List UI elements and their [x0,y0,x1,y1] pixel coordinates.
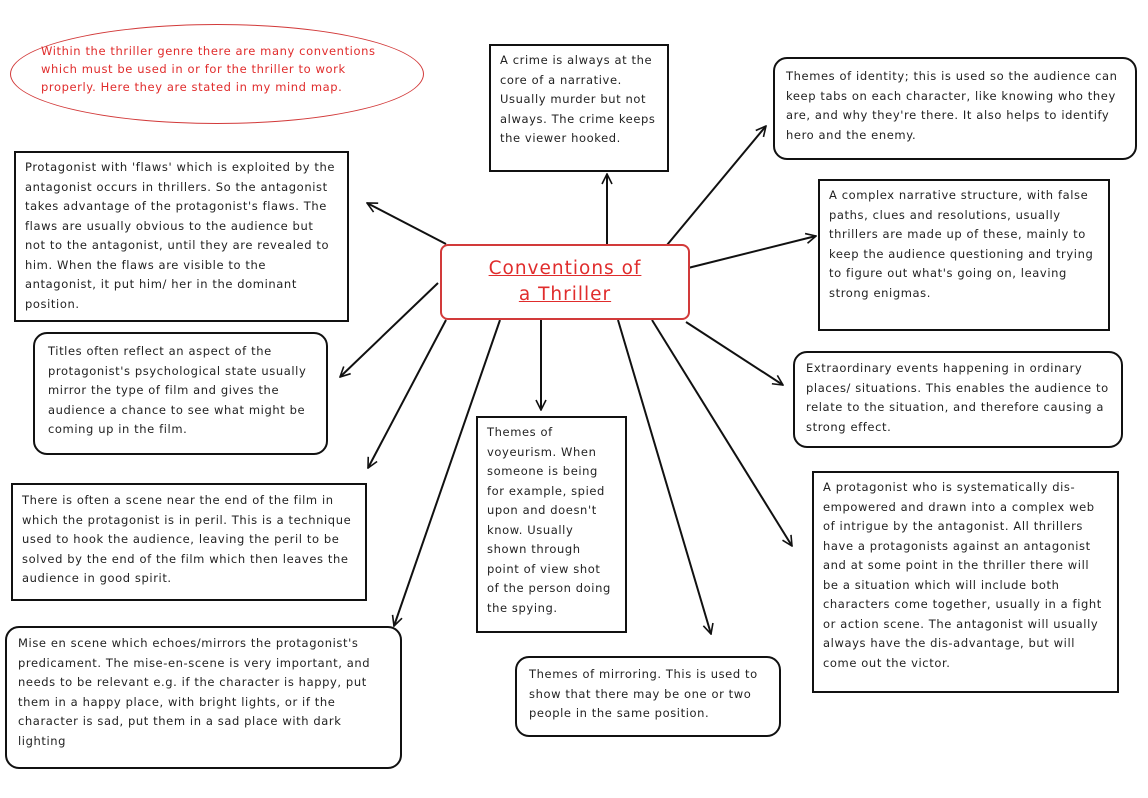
node-disempowered: A protagonist who is systematically dis-… [812,471,1119,693]
arrow-to-protagonist-flaws [367,202,447,245]
arrow-to-mirroring [617,319,711,634]
arrow-to-extraordinary [685,321,783,385]
node-protagonist-flaws: Protagonist with 'flaws' which is exploi… [14,151,349,322]
node-mirroring: Themes of mirroring. This is used to sho… [515,656,781,737]
arrow-to-identity [666,126,766,246]
node-crime: A crime is always at the core of a narra… [489,44,669,172]
node-voyeurism: Themes of voyeurism. When someone is bei… [476,416,627,633]
node-narrative-structure: A complex narrative structure, with fals… [818,179,1110,331]
intro-note: Within the thriller genre there are many… [10,24,424,124]
arrow-to-titles [340,282,439,377]
node-peril: There is often a scene near the end of t… [11,483,367,601]
arrow-to-peril [367,319,447,468]
node-extraordinary-events: Extraordinary events happening in ordina… [793,351,1123,448]
node-titles: Titles often reflect an aspect of the pr… [33,332,328,455]
arrow-to-disempowered [651,319,792,546]
arrow-to-mise-en-scene [394,319,501,626]
central-topic: Conventions of a Thriller [440,244,690,320]
node-identity: Themes of identity; this is used so the … [773,57,1137,160]
arrow-to-narrative [687,236,816,269]
central-title: Conventions of a Thriller [488,258,642,305]
node-mise-en-scene: Mise en scene which echoes/mirrors the p… [5,626,402,769]
